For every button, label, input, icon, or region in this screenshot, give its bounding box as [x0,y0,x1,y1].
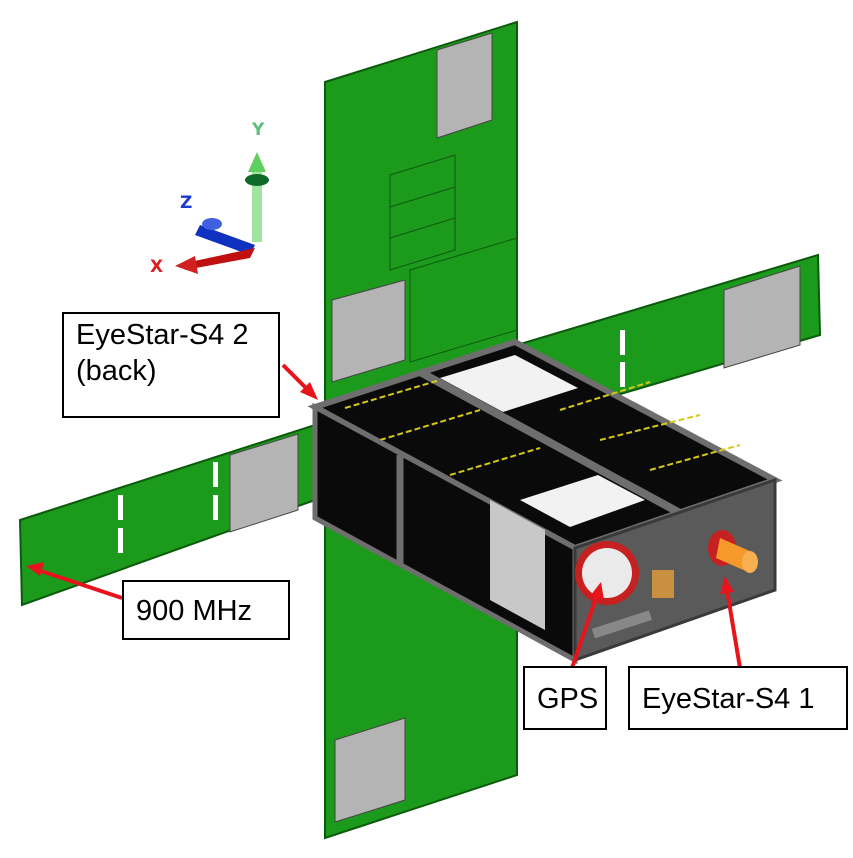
connector [591,610,652,639]
y-axis-label: Y [251,120,265,140]
label-line: EyeStar-S4 2 [76,319,249,351]
label-900-mhz: 900 MHz [122,580,290,640]
top-white-panel [520,475,645,527]
gray-patch [334,717,406,823]
label-eyestar-s4-1: EyeStar-S4 1 [628,666,848,730]
gray-patch [436,32,493,139]
gray-patch [229,433,299,533]
gray-patch [723,265,801,369]
panel-cell-outlines [389,154,518,363]
z-axis-label: Z [180,193,192,213]
solar-cell-strips [344,379,741,476]
axis-triad: Y Z X [150,120,269,277]
label-line: (back) [76,355,157,387]
x-axis-label: X [150,257,163,277]
callout-arrows [26,363,742,669]
label-eyestar-s4-2: EyeStar-S4 2 (back) [62,312,280,418]
side-gray-plate [490,500,545,630]
body-end-face [573,477,777,663]
top-white-panel [440,355,578,412]
label-gps: GPS [523,666,607,730]
gray-patch [331,279,406,383]
